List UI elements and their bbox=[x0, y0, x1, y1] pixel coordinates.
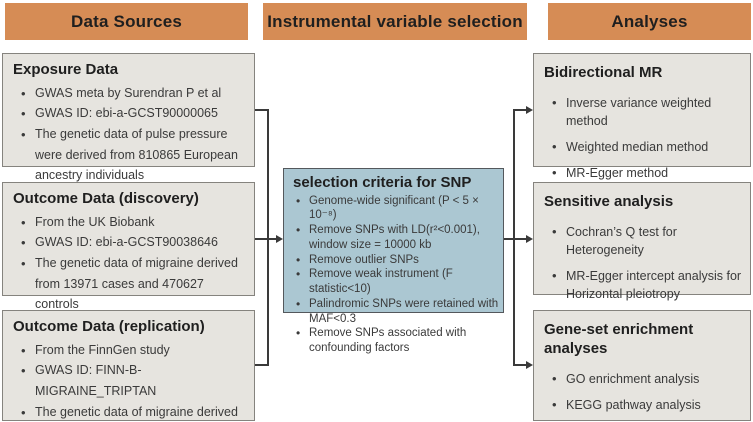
arrowhead-icon bbox=[276, 235, 283, 243]
connector-line bbox=[513, 364, 526, 366]
bullet-item: Remove SNPs with LD(r²<0.001), window si… bbox=[292, 223, 499, 252]
box-title: Outcome Data (replication) bbox=[13, 318, 205, 335]
bullet-item: GWAS ID: ebi-a-GCST90038646 bbox=[13, 232, 246, 253]
connector-line bbox=[513, 109, 526, 111]
box-title: Sensitive analysis bbox=[544, 193, 674, 210]
bullet-item: GO enrichment analysis bbox=[544, 370, 742, 389]
bullet-item: KEGG pathway analysis bbox=[544, 396, 742, 415]
box-title: selection criteria for SNP bbox=[293, 174, 472, 191]
bidirectional-mr-box: Bidirectional MR Inverse variance weight… bbox=[533, 53, 751, 183]
sensitive-analysis-box: Sensitive analysis Cochran’s Q test for … bbox=[533, 182, 751, 330]
bullet-item: The genetic data of migraine derived fro… bbox=[13, 253, 246, 315]
bullet-list: Inverse variance weighted methodWeighted… bbox=[534, 84, 750, 183]
bullet-list: GWAS meta by Surendran P et alGWAS ID: e… bbox=[3, 81, 254, 186]
header-instrumental-variable-selection: Instrumental variable selection bbox=[263, 3, 527, 40]
arrowhead-icon bbox=[526, 361, 533, 369]
bullet-item: Remove outlier SNPs bbox=[292, 253, 499, 268]
bullet-item: GWAS ID: ebi-a-GCST90000065 bbox=[13, 103, 246, 124]
snp-selection-criteria-box: selection criteria for SNP Genome-wide s… bbox=[283, 168, 504, 354]
bullet-list: GO enrichment analysisKEGG pathway analy… bbox=[534, 360, 750, 415]
connector-line bbox=[504, 238, 514, 240]
bullet-list: From the FinnGen studyGWAS ID: FINN-B-MI… bbox=[3, 338, 254, 422]
bullet-item: From the UK Biobank bbox=[13, 212, 246, 233]
bullet-item: Palindromic SNPs were retained with MAF<… bbox=[292, 297, 499, 326]
bullet-item: Remove SNPs associated with confounding … bbox=[292, 326, 499, 355]
bullet-item: From the FinnGen study bbox=[13, 340, 246, 361]
bullet-item: Cochran’s Q test for Heterogeneity bbox=[544, 223, 742, 259]
header-analyses: Analyses bbox=[548, 3, 751, 40]
bullet-item: GWAS ID: FINN-B-MIGRAINE_TRIPTAN bbox=[13, 360, 246, 401]
bullet-item: MR-Egger intercept analysis for Horizont… bbox=[544, 267, 742, 303]
box-title: Gene-set enrichment analyses bbox=[544, 321, 694, 357]
connector-line bbox=[255, 364, 268, 366]
bullet-list: From the UK BiobankGWAS ID: ebi-a-GCST90… bbox=[3, 210, 254, 315]
bullet-item: Genome-wide significant (P < 5 × 10⁻⁸) bbox=[292, 194, 499, 223]
header-data-sources: Data Sources bbox=[5, 3, 248, 40]
box-title: Bidirectional MR bbox=[544, 64, 663, 81]
bullet-item: GWAS meta by Surendran P et al bbox=[13, 83, 246, 104]
connector-line bbox=[255, 109, 268, 111]
connector-line bbox=[267, 109, 269, 366]
arrowhead-icon bbox=[526, 235, 533, 243]
bullet-item: Inverse variance weighted method bbox=[544, 94, 742, 130]
connector-line bbox=[513, 109, 515, 366]
bullet-item: The genetic data of pulse pressure were … bbox=[13, 124, 246, 186]
bullet-item: Weighted median method bbox=[544, 138, 742, 157]
gene-set-enrichment-box: Gene-set enrichment analyses GO enrichme… bbox=[533, 310, 751, 421]
arrowhead-icon bbox=[526, 106, 533, 114]
bullet-item: MR-Egger method bbox=[544, 164, 742, 183]
outcome-data-replication-box: Outcome Data (replication) From the Finn… bbox=[2, 310, 255, 422]
connector-line bbox=[255, 238, 277, 240]
box-title: Outcome Data (discovery) bbox=[13, 190, 199, 207]
bullet-item: Remove weak instrument (F statistic<10) bbox=[292, 267, 499, 296]
exposure-data-box: Exposure Data GWAS meta by Surendran P e… bbox=[2, 53, 255, 182]
connector-line bbox=[513, 238, 526, 240]
bullet-item: The genetic data of migraine derived fro… bbox=[13, 402, 246, 422]
box-title: Exposure Data bbox=[13, 61, 119, 78]
bullet-list: Genome-wide significant (P < 5 × 10⁻⁸)Re… bbox=[284, 193, 503, 356]
outcome-data-discovery-box: Outcome Data (discovery) From the UK Bio… bbox=[2, 182, 255, 311]
